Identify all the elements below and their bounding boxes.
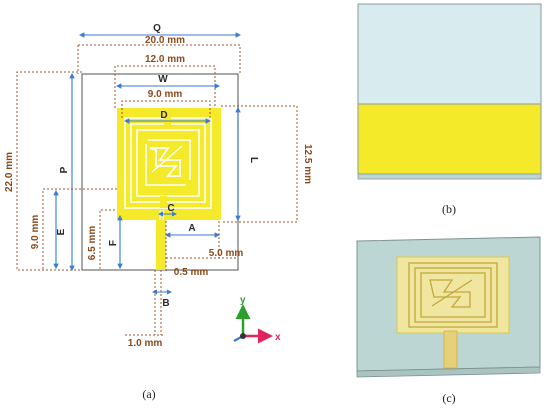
dimension-q: Q 20.0 mm bbox=[77, 23, 242, 74]
dim-q-width: 20.0 mm bbox=[145, 35, 185, 46]
patch-c bbox=[396, 256, 510, 334]
dim-p-height: 22.0 mm bbox=[4, 152, 15, 192]
dimension-l: L 12.5 mm bbox=[221, 105, 313, 223]
dimension-p: P 22.0 mm bbox=[4, 71, 82, 272]
panel-b: (b) bbox=[357, 3, 542, 216]
label-a: A bbox=[188, 223, 195, 234]
axis-x-label: x bbox=[275, 332, 281, 343]
feed-line-c bbox=[443, 330, 458, 369]
label-e: E bbox=[56, 228, 67, 235]
label-f: F bbox=[108, 240, 119, 246]
dimension-f: F 6.5 mm bbox=[87, 209, 123, 270]
dimension-d: 9.0 mm D bbox=[121, 89, 212, 124]
dim-a-gap: 5.0 mm bbox=[209, 248, 244, 259]
dimension-w: 12.0 mm W bbox=[114, 54, 221, 108]
panel-a: Q 20.0 mm 12.0 mm W 9.0 mm D P 22.0 mm bbox=[4, 23, 313, 401]
caption-c: (c) bbox=[442, 391, 455, 405]
dim-l-height: 12.5 mm bbox=[302, 144, 313, 184]
spiral-antenna-c bbox=[408, 262, 498, 328]
dim-f-height: 6.5 mm bbox=[87, 226, 98, 261]
label-p: P bbox=[59, 166, 70, 173]
dim-b-width: 1.0 mm bbox=[128, 338, 163, 349]
substrate-edge-c bbox=[356, 366, 541, 378]
dim-w-width: 12.0 mm bbox=[145, 54, 185, 65]
origin-icon bbox=[240, 333, 246, 339]
panel-c: (c) bbox=[356, 236, 541, 405]
coordinate-axes: y x bbox=[233, 295, 281, 344]
dimension-b: B 1.0 mm bbox=[125, 270, 172, 349]
ground-plane-b bbox=[357, 103, 542, 175]
label-c: C bbox=[167, 203, 174, 214]
label-b: B bbox=[162, 298, 169, 309]
dimension-c: C 0.5 mm bbox=[158, 203, 209, 278]
feed-line bbox=[156, 215, 166, 270]
dimension-a: A 5.0 mm bbox=[164, 221, 244, 259]
label-d: D bbox=[160, 110, 167, 121]
dim-c-gap: 0.5 mm bbox=[174, 267, 209, 278]
dim-d-width: 9.0 mm bbox=[148, 89, 183, 100]
substrate-edge-b bbox=[357, 173, 542, 180]
label-q: Q bbox=[153, 23, 161, 34]
caption-b: (b) bbox=[442, 202, 456, 216]
dim-e-height: 9.0 mm bbox=[30, 215, 41, 250]
label-w: W bbox=[158, 74, 168, 85]
axis-y-label: y bbox=[240, 295, 246, 306]
label-l: L bbox=[248, 157, 259, 163]
caption-a: (a) bbox=[142, 387, 155, 401]
dimension-e: E 9.0 mm bbox=[30, 188, 117, 270]
substrate-top-b bbox=[357, 3, 542, 105]
